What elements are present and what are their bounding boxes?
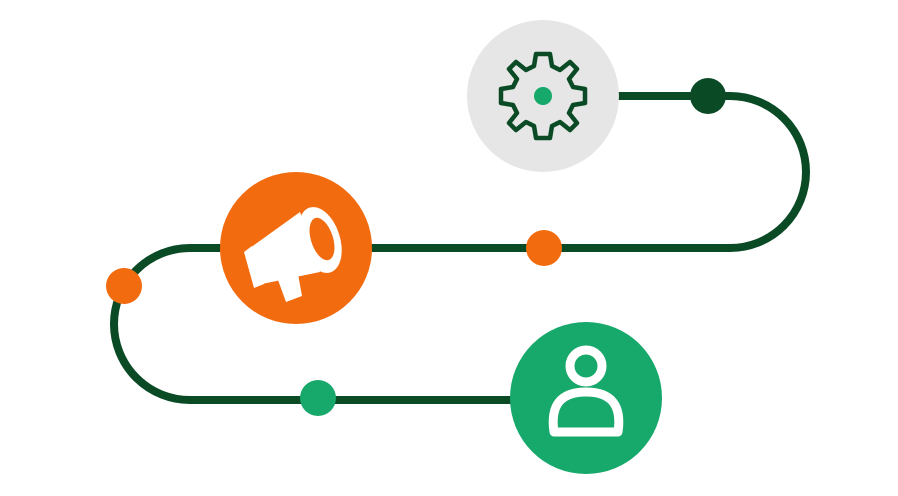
marketing-node [220, 172, 372, 324]
settings-node [467, 20, 619, 172]
user-node [510, 322, 662, 474]
megaphone-icon [244, 207, 342, 302]
user-node-circle [510, 322, 662, 474]
user-body [548, 387, 624, 437]
marker-left [106, 268, 142, 304]
gear-icon [498, 51, 588, 141]
marker-top-right [690, 78, 726, 114]
journey-path [110, 92, 810, 404]
marker-middle [526, 230, 562, 266]
user-icon [548, 345, 624, 437]
user-head [565, 345, 607, 387]
marker-bottom [300, 380, 336, 416]
gear-center-dot [534, 87, 552, 105]
